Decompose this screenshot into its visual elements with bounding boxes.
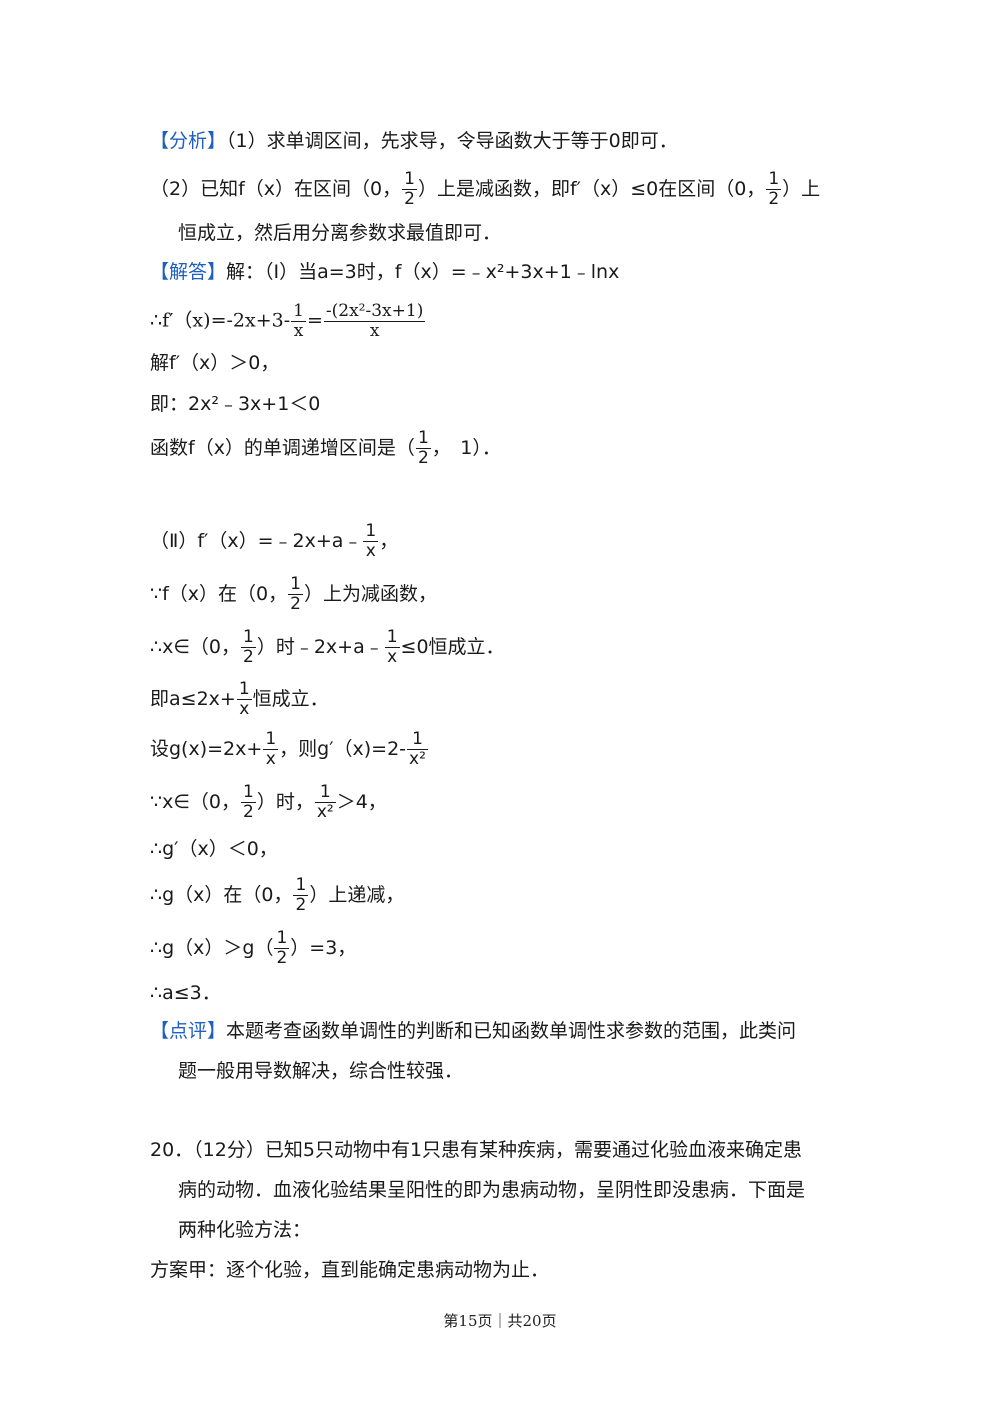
problem20-line-3: 两种化验方法：	[178, 1219, 312, 1241]
page-footer: 第15页｜共20页	[443, 1312, 557, 1330]
comment-tag: 【点评】	[150, 1020, 227, 1042]
result-line: ∴a≤3．	[150, 982, 221, 1004]
analysis-tag: 【分析】	[150, 130, 227, 152]
solve-line-2: 即：2x²﹣3x+1＜0	[150, 393, 321, 415]
analysis-line-1: 【分析】（1）求单调区间，先求导，令导函数大于等于0即可．	[150, 130, 678, 152]
solution-tag: 【解答】	[150, 261, 227, 283]
comment-line-2: 题一般用导数解决，综合性较强．	[178, 1060, 464, 1082]
problem20-line-1: 20．（12分）已知5只动物中有1只患有某种疾病，需要通过化验血液来确定患	[150, 1139, 803, 1161]
problem20-line-4: 方案甲：逐个化验，直到能确定患病动物为止．	[150, 1259, 550, 1281]
g-negative-line: ∴g′（x）＜0，	[150, 838, 278, 860]
solve-line-1: 解f′（x）＞0，	[150, 352, 280, 374]
problem20-line-2: 病的动物．血液化验结果呈阳性的即为患病动物，呈阴性即没患病．下面是	[178, 1179, 806, 1201]
analysis-line-3: 恒成立，然后用分离参数求最值即可．	[178, 222, 502, 244]
comment-line-1: 【点评】本题考查函数单调性的判断和已知函数单调性求参数的范围，此类问	[150, 1020, 797, 1042]
solution-intro: 【解答】解：（Ⅰ）当a=3时，f（x）=﹣x²+3x+1﹣lnx	[150, 261, 620, 283]
